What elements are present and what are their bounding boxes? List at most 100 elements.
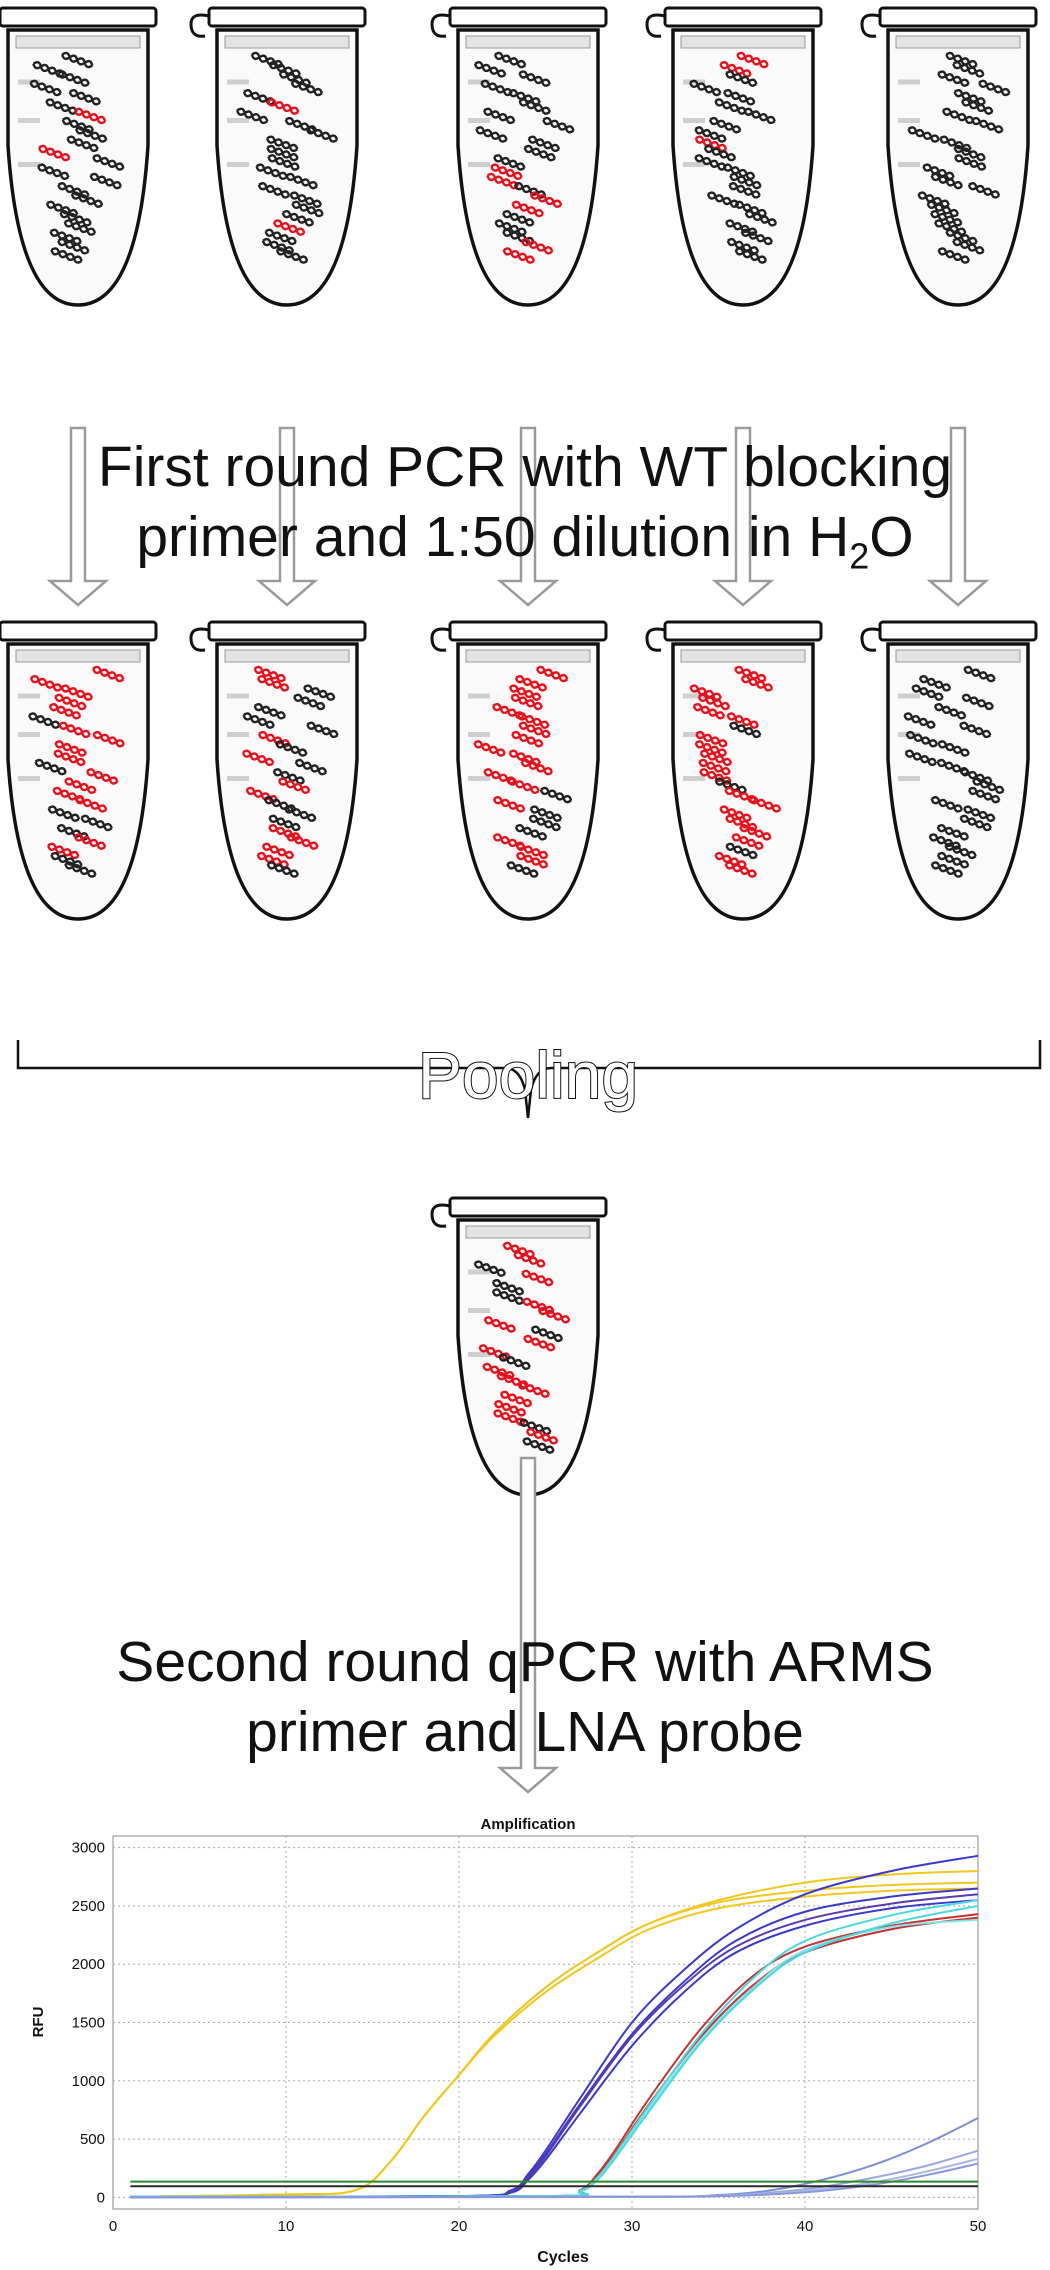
tube-cap [663,6,823,28]
wildtype-dna-icon [529,805,563,822]
mutant-dna-icon [478,1344,511,1361]
mutant-dna-icon [58,721,91,739]
wildtype-dna-icon [905,730,939,748]
wildtype-dna-icon [945,228,978,246]
tube-rim [15,649,141,663]
wildtype-dna-icon [267,154,300,171]
wildtype-dna-icon [744,209,778,227]
wildtype-dna-icon [952,237,985,255]
graduation-mark [227,162,249,167]
wildtype-dna-icon [694,126,727,143]
tube-rim [224,649,350,663]
y-tick-label: 500 [80,2131,105,2148]
step1-line2b: O [869,505,914,569]
tube-diluted-2 [189,620,367,921]
mutant-dna-icon [521,1269,554,1287]
wildtype-dna-icon [275,247,309,264]
graduation-mark [683,118,705,123]
arrows-to-diluted-row [46,426,990,607]
graduation-mark [18,693,40,699]
mutant-dna-icon [525,1427,559,1445]
wildtype-dna-icon [275,740,308,757]
wildtype-dna-icon [689,79,722,97]
tube-hinge [860,627,881,652]
wildtype-dna-icon [954,154,987,171]
wildtype-dna-icon [936,851,970,869]
tube-cap [663,620,823,642]
wildtype-dna-icon [930,861,964,878]
tube-cap [207,620,367,642]
wildtype-dna-icon [959,721,992,739]
graduation-mark [468,1269,490,1275]
mutant-dna-icon [507,777,540,794]
wildtype-dna-icon [726,237,760,255]
tube-body [456,28,600,307]
mutant-dna-icon [486,172,519,190]
x-axis-label: Cycles [537,2249,589,2266]
mutant-dna-icon [60,684,94,701]
wildtype-dna-icon [89,172,122,190]
wildtype-dna-icon [953,88,986,106]
wildtype-dna-icon [926,200,959,218]
wildtype-dna-icon [528,814,561,832]
graduation-mark [468,79,490,85]
wildtype-dna-icon [63,219,97,236]
wildtype-dna-icon [922,163,955,180]
wildtype-dna-icon [306,721,339,739]
mutant-dna-icon [513,1251,546,1268]
wildtype-dna-icon [475,126,508,143]
graduation-mark [227,776,249,781]
wildtype-dna-icon [263,796,297,813]
mutant-dna-icon [511,730,544,748]
wildtype-dna-icon [28,712,61,729]
pooling-label: Pooling [418,1038,638,1112]
tube-diluted-1 [0,620,158,921]
graduation-mark [468,693,490,699]
wildtype-dna-icon [937,70,970,87]
tube-hinge [645,627,666,652]
graduation-mark [18,162,40,167]
graduation-mark [227,693,249,699]
mutant-dna-icon [286,833,319,850]
wildtype-dna-icon [50,247,83,264]
mutant-dna-icon [483,1316,517,1333]
mutant-dna-icon [253,665,287,683]
down-arrow-icon [46,426,110,607]
mutant-dna-icon [86,768,119,785]
mutant-dna-icon [694,740,728,757]
wildtype-dna-icon [514,823,548,841]
mutant-dna-icon [508,684,542,701]
mutant-dna-icon [719,61,752,78]
amplification-curve-3 [130,1887,979,2198]
wildtype-dna-icon [57,70,90,87]
graduation-mark [227,79,249,85]
wildtype-dna-icon [493,51,527,69]
wildtype-dna-icon [933,702,967,720]
x-tick-label: 20 [451,2218,468,2235]
step2-line1: Second round qPCR with ARMS [116,1630,934,1694]
wildtype-dna-icon [728,721,762,739]
x-tick-label: 30 [624,2218,641,2235]
graduation-mark [227,118,249,123]
pooling-brace [16,1040,1042,1119]
graduation-mark [898,162,920,167]
mutant-dna-icon [92,730,125,748]
tube-rim [895,649,1021,663]
wildtype-dna-icon [266,861,300,878]
tube-hinge [430,1203,451,1228]
wildtype-dna-icon [236,107,269,125]
wildtype-dna-icon [961,98,994,115]
mutant-dna-icon [54,740,87,757]
graduation-mark [468,776,490,781]
y-tick-label: 3000 [72,1840,105,1857]
wildtype-dna-icon [978,79,1011,97]
wildtype-dna-icon [70,191,104,208]
tube-cap [448,1196,608,1218]
diluted-samples-row [0,620,1038,921]
mutant-dna-icon [726,712,759,729]
wildtype-dna-icon [725,842,758,860]
tube-initial-4 [645,6,823,307]
mutant-dna-icon [517,1381,551,1398]
mutant-dna-icon [74,796,108,813]
